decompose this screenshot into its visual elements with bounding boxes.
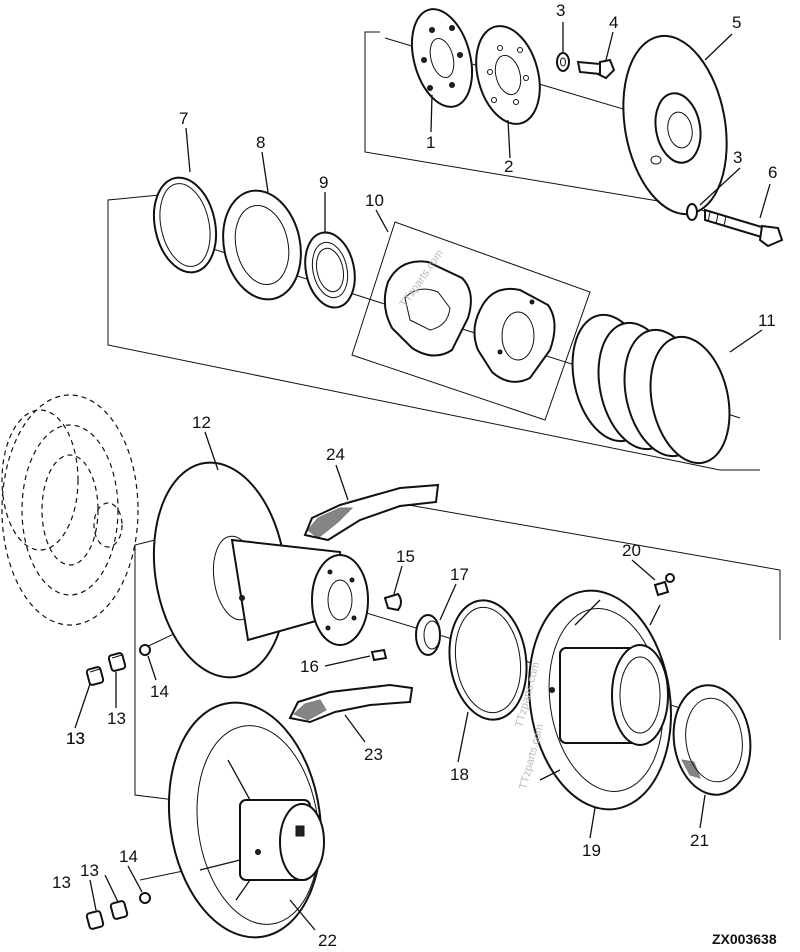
key-part-15 [383, 592, 402, 612]
callout-21: 21 [690, 831, 709, 850]
cap-screw-part-6 [704, 208, 784, 248]
callout-14b: 14 [119, 847, 138, 866]
belt-part-24 [303, 483, 440, 542]
callout-14: 14 [150, 682, 169, 701]
callout-5: 5 [732, 13, 741, 32]
bearing-part-9 [304, 231, 356, 309]
cam-kit-part-10 [351, 221, 591, 421]
callout-17: 17 [450, 565, 469, 584]
lock-washer-part-3 [556, 52, 570, 72]
callout-13a: 13 [66, 729, 85, 748]
drawing-code: ZX003638 [712, 931, 777, 947]
callout-19: 19 [582, 841, 601, 860]
cap-screw-part-4 [576, 58, 616, 80]
callout-3b: 3 [733, 148, 742, 167]
callout-10: 10 [365, 191, 384, 210]
grease-fitting-part-20 [653, 573, 675, 597]
callout-15: 15 [396, 547, 415, 566]
watermark-3: TTzparts.com [517, 723, 546, 791]
callout-12: 12 [192, 413, 211, 432]
callout-labels: 1 2 3 4 5 3 6 7 8 9 10 11 12 24 15 17 20… [52, 1, 777, 950]
assembly-frame-middle [107, 194, 760, 471]
engine-outline-dashed [1, 394, 139, 626]
snap-ring-part-7 [153, 176, 217, 274]
drive-sheave-part-12 [152, 461, 369, 679]
callout-24: 24 [326, 445, 345, 464]
callout-13e: 13 [52, 873, 71, 892]
callout-3: 3 [556, 1, 565, 20]
assembly-frame-lower [134, 499, 781, 801]
sheave-part-22 [167, 701, 325, 939]
ball-part-14-lower [139, 892, 151, 904]
callout-7: 7 [179, 109, 188, 128]
callout-13b: 13 [107, 709, 126, 728]
belt-part-23 [288, 683, 414, 724]
oil-seal-part-21 [672, 684, 752, 796]
callout-23: 23 [364, 745, 383, 764]
lock-washer-part-3b [686, 203, 698, 221]
assembly-frame-top [364, 31, 701, 209]
plate-part-2 [475, 25, 541, 125]
cover-plate-part-5 [622, 34, 728, 216]
callout-22: 22 [318, 931, 337, 950]
callout-4: 4 [609, 13, 618, 32]
callout-6: 6 [768, 163, 777, 182]
washer-part-8 [222, 189, 302, 301]
ball-part-14-upper [139, 644, 151, 656]
callout-11: 11 [758, 311, 776, 330]
set-screw-part-13-lower [85, 900, 129, 930]
seal-ring-part-18 [448, 599, 528, 721]
set-screw-part-13-upper [85, 652, 127, 686]
key-part-16 [370, 648, 388, 662]
friction-disc-part-1 [411, 8, 473, 108]
spring-part-11 [571, 313, 731, 465]
callout-8: 8 [256, 133, 265, 152]
driven-sheave-part-19 [528, 589, 672, 811]
callout-20: 20 [622, 541, 641, 560]
callout-2: 2 [504, 157, 513, 176]
callout-9: 9 [319, 173, 328, 192]
callout-1: 1 [426, 133, 435, 152]
callout-16: 16 [300, 657, 319, 676]
bushing-part-17 [415, 614, 441, 656]
callout-13c: 13 [66, 729, 85, 748]
callout-18: 18 [450, 765, 469, 784]
leader-lines [74, 22, 771, 931]
callout-13d: 13 [80, 861, 99, 880]
